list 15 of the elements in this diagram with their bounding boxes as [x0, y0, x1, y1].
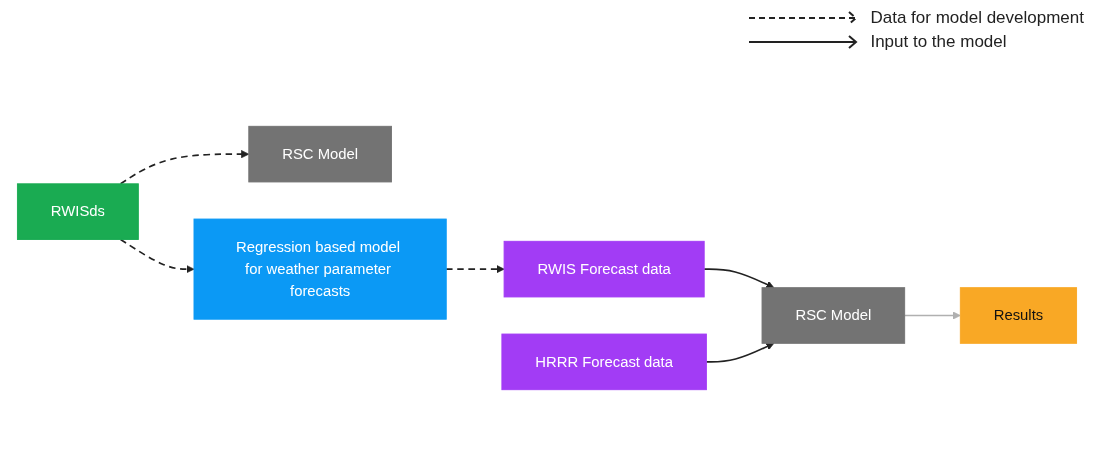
arrow	[119, 150, 250, 185]
node-box: Regression based model for weather parameter forecasts	[193, 218, 447, 320]
node-box: RSC Model	[761, 287, 906, 344]
node-box: RWIS Forecast data	[503, 240, 705, 298]
node-box: Results	[959, 287, 1078, 344]
legend-text: Data for model development	[870, 8, 1084, 28]
arrow	[119, 238, 195, 274]
legend-text: Input to the model	[870, 32, 1007, 52]
node-box: HRRR Forecast data	[501, 333, 707, 391]
arrow	[703, 268, 775, 289]
arrow	[705, 342, 775, 363]
arrow	[903, 311, 961, 320]
node-box: RWISds	[16, 183, 139, 240]
node-box: RSC Model	[248, 125, 392, 183]
arrow	[445, 265, 505, 274]
